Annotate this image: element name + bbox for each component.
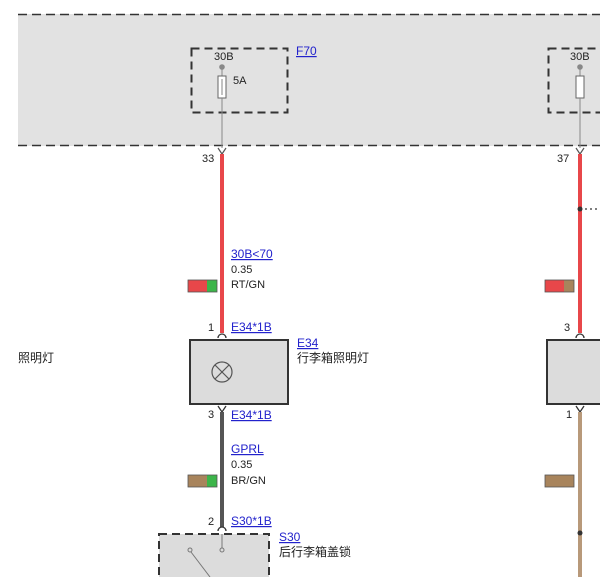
swatch-outline xyxy=(544,474,575,488)
lamp-component-box[interactable] xyxy=(189,339,289,405)
lamp-name-label: 行李箱照明灯 xyxy=(297,350,369,365)
fuse-right-terminal: 30B xyxy=(570,51,590,63)
pin-right-top-chevron-icon xyxy=(575,147,585,156)
wire-lower-circuit-link[interactable]: GPRL xyxy=(231,442,264,456)
right-component-outline xyxy=(546,339,600,405)
wire-lower-color-swatch xyxy=(187,474,218,488)
right-lamp-pin-bottom-number: 1 xyxy=(566,409,572,421)
fuse-right-icon xyxy=(575,75,585,99)
lamp-component-outline xyxy=(189,339,289,405)
right-lamp-pin-top-number: 3 xyxy=(564,322,570,334)
lamp-icon xyxy=(211,361,233,383)
switch-name-label: 后行李箱盖锁 xyxy=(279,544,351,559)
swatch-outline xyxy=(187,474,218,488)
switch-connector-top-link[interactable]: S30*1B xyxy=(231,514,272,528)
switch-pin-top-number: 2 xyxy=(208,516,214,528)
swatch-brown xyxy=(545,475,574,487)
pin-lamp-bottom-chevron-icon xyxy=(217,405,227,414)
lamp-connector-top-link[interactable]: E34*1B xyxy=(231,320,272,334)
swatch-outline xyxy=(187,279,218,293)
right-splice-dot xyxy=(577,206,583,212)
swatch-brown xyxy=(564,280,574,292)
pin-switch-top-arc-icon xyxy=(217,526,227,532)
fuse-ref-f70-link[interactable]: F70 xyxy=(296,44,317,58)
wire-upper-circuit-link[interactable]: 30B<70 xyxy=(231,247,273,261)
switch-icon xyxy=(187,534,225,577)
swatch-red xyxy=(545,280,564,292)
wire-upper-color-code: RT/GN xyxy=(231,279,265,291)
lamp-connector-bottom-link[interactable]: E34*1B xyxy=(231,408,272,422)
fuse-left-terminal: 30B xyxy=(214,51,234,63)
pin-right-lamp-top-arc-icon xyxy=(575,333,585,339)
wire-upper-right-color-swatch xyxy=(544,279,575,293)
fuse-left-rating: 5A xyxy=(233,75,247,87)
left-edge-label: 照明灯 xyxy=(18,351,54,365)
panel-pin-right: 37 xyxy=(557,153,569,165)
fuse-panel-background xyxy=(18,14,600,146)
swatch-outline xyxy=(544,279,575,293)
wire-upper-gauge: 0.35 xyxy=(231,264,252,276)
wire-lower-right-color-swatch xyxy=(544,474,575,488)
right-component-box[interactable] xyxy=(546,339,600,405)
switch-component-box[interactable] xyxy=(158,533,270,577)
fuse-box-right-border xyxy=(547,47,600,114)
lamp-pin-bottom-number: 3 xyxy=(208,409,214,421)
right-lower-splice-dot xyxy=(577,530,583,536)
right-splice-gap xyxy=(586,195,600,203)
swatch-green xyxy=(207,280,217,292)
switch-component-outline xyxy=(158,533,270,577)
panel-pin-left: 33 xyxy=(202,153,214,165)
lamp-ref-e34-link[interactable]: E34 xyxy=(297,336,319,350)
swatch-red xyxy=(188,280,207,292)
wire-lower-gauge: 0.35 xyxy=(231,459,252,471)
wire-upper-color-swatch xyxy=(187,279,218,293)
swatch-green xyxy=(207,475,217,487)
fuse-panel xyxy=(18,13,600,147)
switch-ref-s30-link[interactable]: S30 xyxy=(279,530,301,544)
fuse-box-right[interactable]: 30B xyxy=(547,47,600,149)
pin-lamp-top-arc-icon xyxy=(217,333,227,339)
pin-right-lamp-bottom-chevron-icon xyxy=(575,405,585,414)
lamp-pin-top-number: 1 xyxy=(208,322,214,334)
wire-lower-color-code: BR/GN xyxy=(231,475,266,487)
swatch-brown xyxy=(188,475,207,487)
fuse-box-left-border xyxy=(190,47,289,114)
pin-left-top-chevron-icon xyxy=(217,147,227,156)
fuse-box-left[interactable]: 30B 5A xyxy=(190,47,289,149)
